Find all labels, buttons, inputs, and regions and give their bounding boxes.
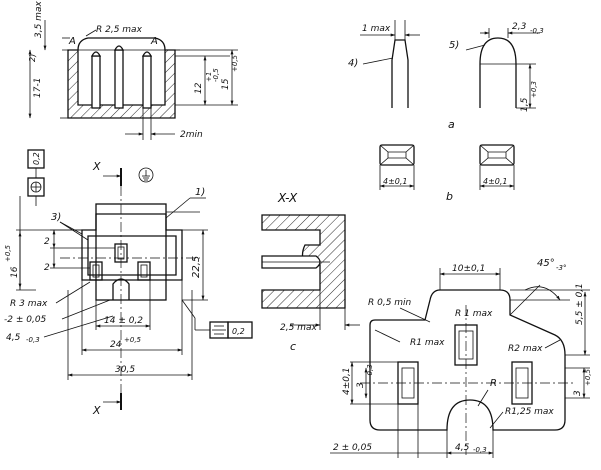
dim-4-5: 4,5 [6, 333, 21, 343]
dim-r2-max: R2 max [508, 344, 543, 354]
tol-flatness-value: 0,2 [32, 152, 41, 165]
dim-15-tolerance: +0,5 [231, 54, 239, 72]
dim-r1-left: R1 max [410, 338, 445, 348]
ref-5: 5) [449, 40, 459, 51]
dim-2-5-max: 2,5 max [280, 323, 317, 333]
dim-4-5-bottom-tolerance: -0,3 [473, 446, 487, 454]
dim-1-5: 1,5 [520, 97, 530, 112]
dim-2-bottom: 2 ± 0,05 [333, 443, 372, 453]
dim-4-right: 4±0,1 [483, 177, 508, 186]
dim-2-3-tolerance: -0,3 [530, 27, 544, 35]
label-a: a [448, 118, 455, 131]
dim-24: 24 [110, 340, 122, 350]
dim-2-lower: 2 [44, 263, 50, 273]
pin-detail-a: 1 max 4) 5) 2,3 -0,3 1,5 +0,3 a [348, 20, 544, 131]
dim-2-tol: -2 ± 0,05 [4, 315, 47, 325]
ref-4: 4) [348, 58, 358, 69]
dim-4-5-tolerance: -0,3 [26, 336, 40, 344]
dim-r1-25-max: R1,25 max [505, 407, 554, 417]
top-section-view: 3,5 max A A R 2,5 max 2) 17-1 12 +1-0,5 … [28, 1, 239, 140]
dim-3-right: 3 [573, 390, 583, 396]
dim-r-0-5-min: R 0,5 min [368, 298, 412, 308]
tol-symmetry-value: 0,2 [232, 327, 245, 336]
dim-24-tolerance: +0,5 [124, 336, 142, 344]
note-2: 2) [28, 54, 37, 62]
dim-12: 12 [194, 82, 204, 94]
outline-view: 10±0,1 45° -3° 5,5 ± 0,1 R 0,5 min R 1 m… [330, 258, 592, 458]
dim-4-5-bottom: 4,5 [455, 443, 470, 453]
dim-angle: 45° [537, 258, 555, 269]
dim-4-left-outline: 4±0,1 [342, 367, 352, 395]
dim-3-right-tolerance: +0,5 [584, 368, 592, 386]
dim-14: 14 ± 0,2 [104, 316, 143, 326]
dim-1-max: 1 max [362, 24, 391, 34]
dim-22-5: 22,5 [191, 256, 202, 278]
dim-15: 15 [221, 78, 231, 90]
dim-r: R [490, 378, 497, 389]
dim-17-minus-1: 17-1 [33, 78, 43, 98]
dim-3-5-max: 3,5 max [34, 1, 44, 38]
section-letter-a-left: A [68, 36, 76, 47]
dim-30-5: 30,5 [115, 365, 135, 375]
note-1: 1) [195, 187, 205, 198]
dim-angle-tolerance: -3° [556, 264, 566, 272]
dim-12-tolerance: +1-0,5 [205, 68, 220, 82]
dim-3-left: 3 [356, 382, 366, 388]
dim-r3-max: R 3 max [10, 299, 48, 309]
section-mark-x-bottom: X [92, 404, 101, 417]
note-3: 3) [51, 212, 61, 223]
detail-b: 4±0,1 4±0,1 b [379, 144, 515, 203]
dim-10: 10±0,1 [452, 264, 485, 274]
section-title-x-x: X-X [277, 191, 298, 205]
dim-2-min: 2min [180, 130, 203, 140]
label-c: c [290, 340, 296, 353]
dim-3-left-tolerance: -0,3 [366, 364, 374, 378]
dim-1-5-tolerance: +0,3 [530, 81, 538, 98]
front-view: 0,2 X X [4, 149, 253, 417]
dim-r-2-5-max: R 2,5 max [96, 25, 143, 35]
dim-4-left: 4±0,1 [383, 177, 408, 186]
section-letter-a-right: A [150, 36, 158, 47]
section-x-x: X-X 2,5 max c [261, 191, 360, 353]
dim-5-5: 5,5 ± 0,1 [575, 283, 585, 325]
dim-16-tolerance: +0,5 [4, 244, 12, 262]
dim-2-3: 2,3 [512, 22, 527, 32]
section-mark-x-top: X [92, 160, 101, 173]
dim-16: 16 [10, 266, 20, 278]
label-b: b [446, 190, 453, 203]
dim-r1-top: R 1 max [455, 309, 493, 319]
dim-2-upper: 2 [44, 237, 50, 247]
